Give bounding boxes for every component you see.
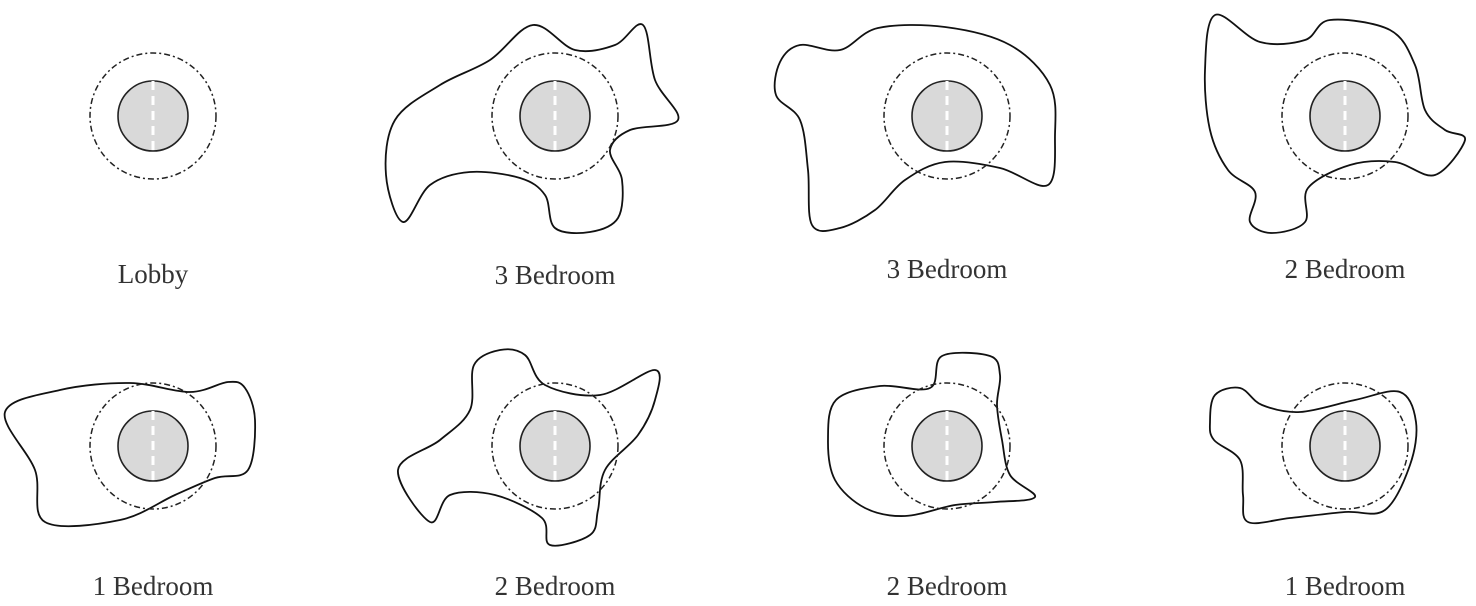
unit-dashed-ring	[883, 52, 1011, 180]
unit-7: 1 Bedroom	[1208, 382, 1418, 601]
unit-label: 3 Bedroom	[495, 260, 616, 290]
unit-5: 2 Bedroom	[397, 348, 661, 601]
unit-2: 3 Bedroom	[773, 24, 1057, 284]
unit-label: 1 Bedroom	[93, 571, 214, 601]
unit-0: Lobby	[89, 52, 217, 289]
unit-label: 1 Bedroom	[1285, 571, 1406, 601]
unit-dashed-ring	[1281, 382, 1409, 510]
unit-6: 2 Bedroom	[827, 351, 1036, 601]
unit-4: 1 Bedroom	[3, 380, 257, 601]
unit-label: 2 Bedroom	[887, 571, 1008, 601]
unit-dashed-ring	[89, 52, 217, 180]
unit-1: 3 Bedroom	[384, 23, 680, 290]
unit-dashed-ring	[883, 382, 1011, 510]
unit-label: 3 Bedroom	[887, 254, 1008, 284]
unit-3: 2 Bedroom	[1203, 13, 1466, 284]
unit-dashed-ring	[89, 382, 217, 510]
unit-dashed-ring	[491, 52, 619, 180]
unit-dashed-ring	[491, 382, 619, 510]
unit-dashed-ring	[1281, 52, 1409, 180]
unit-label: 2 Bedroom	[1285, 254, 1406, 284]
unit-label: Lobby	[118, 259, 189, 289]
unit-label: 2 Bedroom	[495, 571, 616, 601]
